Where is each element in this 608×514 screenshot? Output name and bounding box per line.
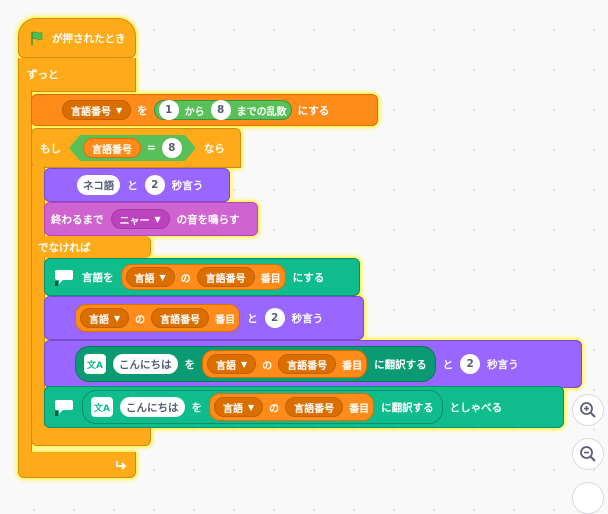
index-reporter[interactable]: 言語番号: [285, 397, 344, 417]
speech-bubble-icon: [53, 266, 75, 288]
speak-label: としゃべる: [449, 401, 503, 414]
say-item-block[interactable]: 言語▼ の 言語番号 番目 と 2 秒言う: [44, 296, 364, 340]
wo-label: を: [191, 401, 203, 414]
list-dropdown[interactable]: 言語▼: [80, 308, 130, 328]
list-dropdown[interactable]: 言語▼: [214, 397, 264, 417]
if-else-block[interactable]: もし 言語番号 = 8 なら: [31, 128, 241, 168]
variable-dropdown[interactable]: 言語番号▼: [62, 100, 132, 120]
say-secs-label: 秒言う: [487, 358, 519, 371]
of-label: の: [269, 403, 280, 415]
else-bar: でなければ: [31, 236, 151, 258]
when-flag-clicked-block[interactable]: が押されたとき: [18, 18, 136, 58]
say-secs-label: 秒言う: [171, 179, 204, 192]
say-text-input[interactable]: ネコ語: [77, 175, 121, 195]
say-secs-input[interactable]: 2: [460, 354, 481, 374]
item-label: 番目: [260, 273, 281, 285]
hat-label: が押されたとき: [52, 32, 126, 45]
of-label: の: [262, 360, 273, 372]
zoom-out-button[interactable]: [572, 438, 604, 470]
index-reporter[interactable]: 言語番号: [151, 308, 210, 328]
if-else-bottom: [31, 426, 151, 446]
say-secs-input[interactable]: 2: [144, 175, 165, 195]
random-block[interactable]: 1 から 8 までの乱数: [153, 100, 292, 120]
item-label: 番目: [349, 403, 370, 415]
loop-arrow-icon: [116, 461, 127, 470]
translate-reporter[interactable]: 文A こんにちは を 言語▼ の 言語番号 番目 に翻訳する: [82, 390, 443, 424]
speak-translate-block[interactable]: 文A こんにちは を 言語▼ の 言語番号 番目 に翻訳する としゃべる: [44, 386, 564, 428]
random-label: までの乱数: [236, 106, 287, 118]
equals-sign: =: [147, 142, 156, 154]
zoom-reset-button[interactable]: [572, 482, 604, 514]
chevron-down-icon: ▼: [116, 105, 123, 115]
play-sound-label: 終わるまで: [51, 213, 104, 226]
sound-dropdown[interactable]: ニャー▼: [110, 209, 170, 229]
zoom-in-icon: [580, 402, 596, 418]
set-variable-random-block[interactable]: 言語番号▼ を 1 から 8 までの乱数 にする: [31, 94, 378, 126]
say-translate-block[interactable]: 文A こんにちは を 言語▼ の 言語番号 番目 に翻訳する と 2 秒言う: [44, 340, 582, 388]
index-reporter[interactable]: 言語番号: [196, 267, 255, 287]
set-language-block[interactable]: 言語を 言語▼ の 言語番号 番目 にする: [44, 258, 360, 296]
and-label: と: [442, 358, 454, 371]
chevron-down-icon: ▼: [154, 214, 161, 224]
item-of-list-reporter[interactable]: 言語▼ の 言語番号 番目: [120, 264, 286, 290]
set-language-label: 言語を: [82, 271, 114, 284]
wo-label: を: [184, 358, 196, 371]
green-flag-icon: [31, 31, 43, 45]
chevron-down-icon: ▼: [114, 313, 121, 323]
say-for-secs-block[interactable]: ネコ語 と 2 秒言う: [44, 168, 230, 202]
translate-text-input[interactable]: こんにちは: [120, 397, 185, 417]
translate-text-input[interactable]: こんにちは: [113, 354, 178, 374]
item-of-list-reporter[interactable]: 言語▼ の 言語番号 番目: [209, 393, 375, 421]
zoom-in-button[interactable]: [572, 394, 604, 426]
and-label: と: [247, 312, 258, 325]
of-label: の: [180, 273, 191, 285]
variable-reporter[interactable]: 言語番号: [83, 138, 141, 158]
random-to-input[interactable]: 8: [210, 100, 231, 120]
forever-bottom: [18, 452, 136, 478]
item-of-list-reporter[interactable]: 言語▼ の 言語番号 番目: [202, 350, 368, 378]
list-dropdown[interactable]: 言語▼: [207, 354, 257, 374]
random-from-input[interactable]: 1: [158, 100, 179, 120]
zoom-out-icon: [580, 446, 596, 462]
from-label: から: [184, 106, 205, 118]
item-of-list-reporter[interactable]: 言語▼ の 言語番号 番目: [75, 304, 241, 332]
forever-label: ずっと: [27, 69, 59, 81]
translate-label: に翻訳する: [381, 401, 434, 414]
play-sound-until-done-block[interactable]: 終わるまで ニャー▼ の音を鳴らす: [44, 202, 258, 236]
say-secs-label: 秒言う: [291, 312, 324, 325]
list-dropdown[interactable]: 言語▼: [125, 267, 175, 287]
if-label: もし: [40, 142, 61, 155]
equals-value-input[interactable]: 8: [162, 138, 182, 158]
forever-arm: [18, 90, 32, 454]
chevron-down-icon: ▼: [248, 402, 255, 412]
set-label: にする: [292, 271, 325, 284]
chevron-down-icon: ▼: [159, 272, 166, 282]
play-sound-suffix: の音を鳴らす: [176, 213, 240, 226]
chevron-down-icon: ▼: [241, 359, 248, 369]
and-label: と: [127, 179, 138, 192]
if-arm: [31, 166, 45, 428]
forever-block[interactable]: ずっと: [18, 58, 136, 92]
translate-icon: 文A: [91, 397, 113, 417]
item-label: 番目: [342, 360, 363, 372]
speech-bubble-icon: [53, 396, 75, 418]
translate-reporter[interactable]: 文A こんにちは を 言語▼ の 言語番号 番目 に翻訳する: [75, 346, 436, 382]
index-reporter[interactable]: 言語番号: [278, 354, 337, 374]
set-label: にする: [297, 104, 330, 117]
equals-block[interactable]: 言語番号 = 8: [69, 135, 196, 161]
else-label: でなければ: [38, 241, 91, 254]
translate-icon: 文A: [84, 354, 106, 374]
to-label: を: [137, 104, 148, 117]
translate-label: に翻訳する: [374, 358, 427, 371]
then-label: なら: [203, 142, 225, 155]
say-secs-input[interactable]: 2: [264, 308, 285, 328]
of-label: の: [135, 314, 146, 326]
item-label: 番目: [215, 314, 236, 326]
